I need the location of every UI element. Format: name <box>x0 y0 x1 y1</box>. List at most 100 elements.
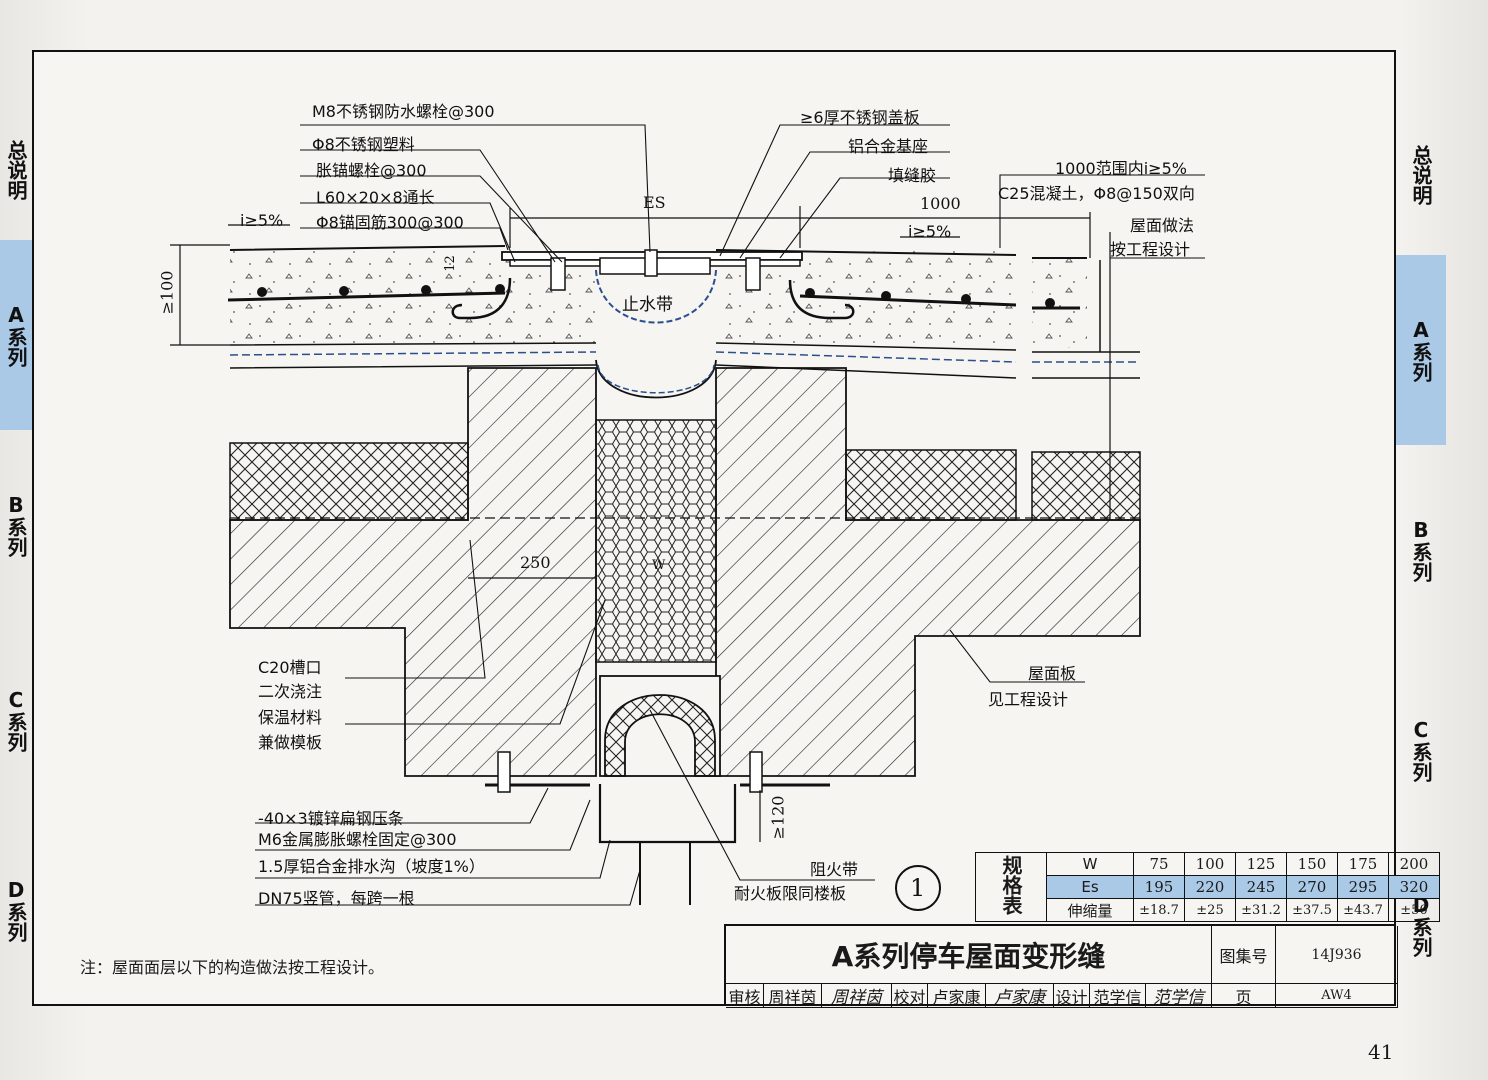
spec-cell: ±25 <box>1184 898 1236 922</box>
tab-left-b-series[interactable]: B系列 <box>0 430 32 620</box>
spec-cell: ±18.7 <box>1133 898 1185 922</box>
design-label: 设计 <box>1054 984 1090 1008</box>
spec-row-head: 伸缩量 <box>1046 898 1134 922</box>
design-signature: 范学信 <box>1146 984 1212 1008</box>
atlas-label: 图集号 <box>1212 926 1276 984</box>
spec-cell: ±43.7 <box>1337 898 1389 922</box>
roof-surface-line <box>229 245 1087 259</box>
tab-label: 总说明 <box>4 140 28 200</box>
dimension-lines <box>170 206 1091 842</box>
callout-sealant: 填缝胶 <box>888 166 937 185</box>
callout-m8-bolt: M8不锈钢防水螺栓@300 <box>312 102 495 121</box>
tab-label: B系列 <box>4 493 28 557</box>
dim-w: W <box>652 558 666 573</box>
spec-cell: ±31.2 <box>1235 898 1287 922</box>
callout-plastic: Φ8不锈钢塑料 <box>312 135 415 154</box>
tab-left-a-series[interactable]: A系列 <box>0 240 32 430</box>
dim-120: ≥120 <box>768 795 788 840</box>
dim-100: ≥100 <box>157 270 177 315</box>
screed-far-right <box>1032 258 1087 348</box>
tab-right-b-series[interactable]: B系列 <box>1396 450 1446 650</box>
spec-cell: 100 <box>1184 852 1236 876</box>
check-label: 校对 <box>892 984 928 1008</box>
callout-concrete: C25混凝土，Φ8@150双向 <box>998 184 1195 203</box>
callout-waterstop: 止水带 <box>622 295 673 315</box>
detail-marker <box>895 865 941 911</box>
waterstop-upper <box>595 269 717 324</box>
tab-right-general[interactable]: 总说明 <box>1396 100 1446 250</box>
membrane-line <box>229 351 1140 363</box>
tab-label: D系列 <box>4 878 28 942</box>
tab-left-general[interactable]: 总说明 <box>0 100 32 240</box>
tab-right-c-series[interactable]: C系列 <box>1396 650 1446 850</box>
page-value: AW4 <box>1276 984 1398 1008</box>
callout-groove-2: 二次浇注 <box>258 682 323 701</box>
joint-filler <box>595 419 717 663</box>
spec-cell: 200 <box>1388 852 1440 876</box>
insulation-right <box>845 449 1017 521</box>
callout-groove-1: C20槽口 <box>258 658 322 677</box>
spec-cell: 75 <box>1133 852 1185 876</box>
spec-cell: 175 <box>1337 852 1389 876</box>
detail-number: 1 <box>910 874 926 902</box>
spec-cell: 245 <box>1235 875 1287 899</box>
callout-insulation-2: 兼做模板 <box>258 733 323 752</box>
page-number: 41 <box>1368 1040 1394 1064</box>
callout-m6: M6金属膨胀螺栓固定@300 <box>258 830 457 849</box>
spec-cell: ±50 <box>1388 898 1440 922</box>
tab-right-a-series[interactable]: A系列 <box>1396 255 1446 445</box>
spec-cell: 195 <box>1133 875 1185 899</box>
callout-slope-left: i≥5% <box>240 211 284 230</box>
spec-cell: 125 <box>1235 852 1287 876</box>
callout-es: ES <box>643 193 666 212</box>
rebar-dots <box>227 284 1080 310</box>
tab-left-c-series[interactable]: C系列 <box>0 620 32 820</box>
callout-anchor-bolt: 胀锚螺栓@300 <box>316 161 427 180</box>
callout-slope-right: i≥5% <box>908 222 952 241</box>
callout-rebar: Φ8锚固筋300@300 <box>316 213 464 232</box>
slab-right <box>715 367 1141 777</box>
callout-insulation-1: 保温材料 <box>258 708 323 727</box>
callout-strip: -40×3镀锌扁钢压条 <box>258 809 404 828</box>
design-name: 范学信 <box>1090 984 1146 1008</box>
callout-base: 铝合金基座 <box>848 137 929 156</box>
callout-downpipe: DN75竖管，每跨一根 <box>258 889 415 908</box>
callout-slab-2: 见工程设计 <box>988 690 1069 709</box>
spec-cell: 295 <box>1337 875 1389 899</box>
spec-caption: 规格表 <box>975 852 1047 922</box>
tab-label: C系列 <box>4 688 28 752</box>
tab-label: 总说明 <box>1409 145 1433 205</box>
dim-1000: 1000 <box>920 194 961 213</box>
callout-range: 1000范围内i≥5% <box>1055 159 1187 178</box>
insulation-left <box>229 442 469 521</box>
title-block: A系列停车屋面变形缝 图集号 14J936 审核 周祥茵 周祥茵 校对 卢家康 … <box>724 924 1398 1008</box>
spec-cell: ±37.5 <box>1286 898 1338 922</box>
spec-row-head: Es <box>1046 875 1134 899</box>
callout-fire-1: 阻火带 <box>810 860 859 879</box>
spec-row-head: W <box>1046 852 1134 876</box>
callout-angle: L60×20×8通长 <box>316 188 435 207</box>
dim-12: 12 <box>442 255 458 272</box>
callout-cover: ≥6厚不锈钢盖板 <box>800 108 920 127</box>
tab-label: A系列 <box>4 303 28 367</box>
tab-label: B系列 <box>1409 518 1433 582</box>
check-name: 卢家康 <box>928 984 986 1008</box>
footnote: 注：屋面面层以下的构造做法按工程设计。 <box>80 958 385 977</box>
review-signature: 周祥茵 <box>822 984 892 1008</box>
tab-left-d-series[interactable]: D系列 <box>0 820 32 1000</box>
check-signature: 卢家康 <box>986 984 1054 1008</box>
callout-gutter: 1.5厚铝合金排水沟（坡度1%） <box>258 857 485 876</box>
dim-250: 250 <box>520 553 551 572</box>
spec-cell: 320 <box>1388 875 1440 899</box>
aluminum-gutter <box>598 784 737 844</box>
tab-label: A系列 <box>1409 318 1433 382</box>
drawing-title: A系列停车屋面变形缝 <box>726 926 1212 984</box>
spec-table: 规格表 W 75 100 125 150 175 200 Es 195 220 … <box>975 852 1440 922</box>
page-label: 页 <box>1212 984 1276 1008</box>
spec-cell: 270 <box>1286 875 1338 899</box>
review-name: 周祥茵 <box>764 984 822 1008</box>
spec-cell: 150 <box>1286 852 1338 876</box>
atlas-value: 14J936 <box>1276 926 1398 984</box>
